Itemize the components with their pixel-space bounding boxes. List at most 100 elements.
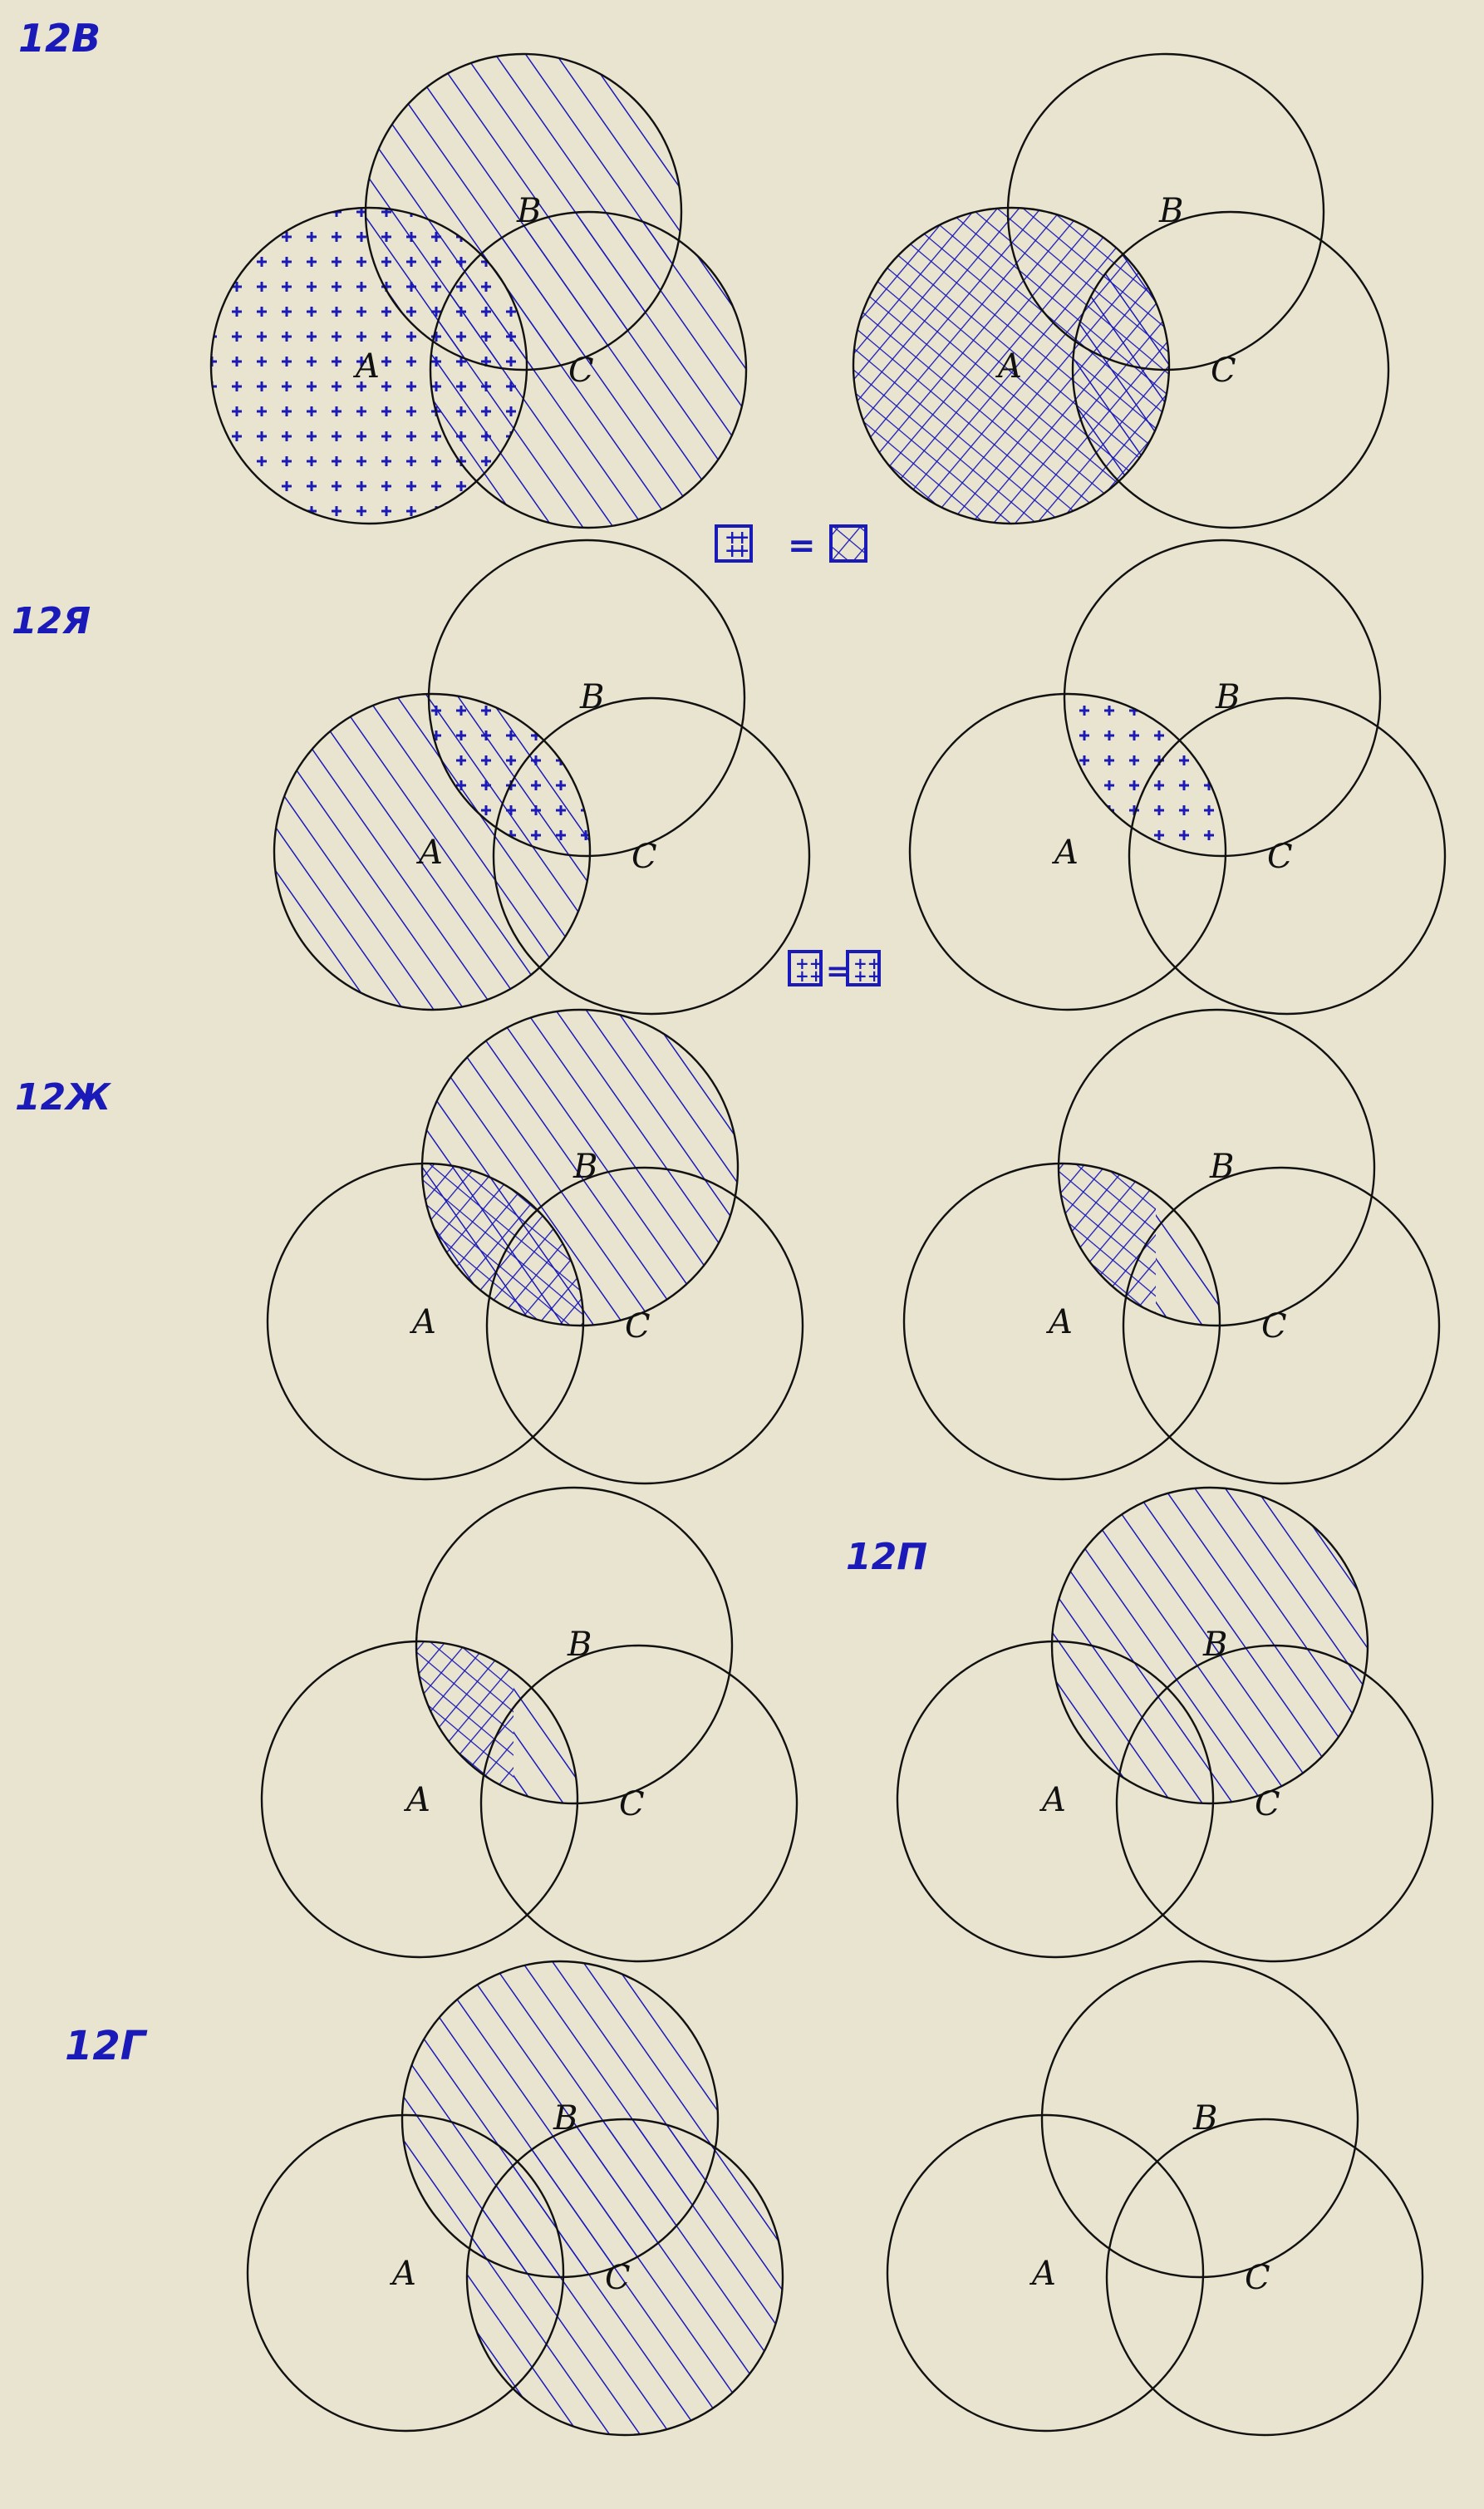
circle-c: [1122, 1166, 1441, 1485]
venn-diagram: A B C: [260, 1486, 799, 1963]
shaded-region: [1052, 1488, 1368, 1803]
circle-c: [1128, 696, 1447, 1016]
venn-diagram: A B C: [908, 539, 1447, 1016]
circle-label-a: A: [389, 2255, 416, 2293]
svg-text:+: +: [735, 540, 749, 562]
legend-equals-2: =: [826, 955, 850, 988]
circle-label-c: C: [625, 1307, 651, 1346]
circle-label-b: B: [579, 678, 604, 716]
circle-a: [273, 692, 592, 1011]
circle-b: [400, 1960, 720, 2279]
circle-c: [465, 2118, 784, 2437]
circle-b: [415, 1486, 734, 1805]
shaded-region: [211, 208, 527, 524]
venn-diagram: A B C: [896, 1486, 1434, 1963]
legend-crosses-box-left: [788, 950, 823, 986]
circle-a: [852, 206, 1171, 525]
shaded-region: [467, 2119, 783, 2435]
section-label-12zh: 12Ж: [15, 1076, 111, 1119]
circle-label-b: B: [1209, 1148, 1234, 1186]
circle-label-c: C: [1245, 2259, 1270, 2297]
legend-crosses-equals-crosses: ++ ++ = ++ ++: [788, 950, 882, 988]
circle-c: [429, 210, 748, 529]
section-label-12v: 12В: [18, 16, 101, 61]
circle-a: [902, 1162, 1221, 1481]
svg-text:++: ++: [853, 966, 882, 986]
venn-diagram: A B C: [902, 1008, 1441, 1485]
circle-label-a: A: [995, 347, 1022, 386]
shaded-region: [853, 208, 1169, 524]
circle-a: [896, 1640, 1215, 1959]
circle-b: [420, 1008, 740, 1327]
circle-label-b: B: [567, 1626, 592, 1664]
circle-c: [1071, 210, 1390, 529]
shaded-region: [416, 1641, 514, 1803]
legend-crosshatch-box: [829, 524, 867, 563]
svg-text:+: +: [725, 540, 740, 562]
section-label-12ya: 12Я: [12, 600, 91, 642]
circle-c: [492, 696, 811, 1016]
legend-equals-1: =: [788, 527, 816, 565]
venn-diagram: A B C: [209, 52, 748, 529]
venn-diagram: A B C: [266, 1008, 804, 1485]
circle-b: [1057, 1008, 1376, 1327]
venn-diagrams: A B C A B C A B C A B C A B C A B C A B C A B C A B C A B C: [209, 52, 1447, 2437]
circle-c: [1115, 1644, 1434, 1963]
svg-text:++: ++: [795, 966, 823, 986]
circle-b: [1063, 539, 1382, 858]
legend-crosses-box-right: [846, 950, 881, 986]
legend-crosses-equals-crosshatch: + + + + =: [715, 524, 867, 565]
venn-diagram: A B C: [886, 1960, 1424, 2437]
circle-a: [246, 2113, 565, 2433]
svg-text:++: ++: [853, 953, 882, 973]
venn-diagram: A B C: [273, 539, 811, 1016]
circle-label-c: C: [1261, 1307, 1287, 1346]
shaded-region: [1059, 1163, 1156, 1326]
circle-b: [364, 52, 683, 371]
svg-text:+: +: [725, 527, 740, 549]
section-label-12g: 12Г: [65, 2023, 148, 2069]
circle-label-b: B: [553, 2099, 577, 2138]
circle-a: [260, 1640, 579, 1959]
circle-b: [1040, 1960, 1359, 2279]
svg-text:++: ++: [795, 953, 823, 973]
circle-label-a: A: [1045, 1303, 1073, 1341]
circle-label-c: C: [1267, 838, 1293, 876]
circle-label-a: A: [1039, 1781, 1066, 1819]
circle-label-a: A: [403, 1781, 430, 1819]
shaded-region: [430, 212, 746, 528]
circle-label-c: C: [1211, 352, 1236, 390]
legend-crosses-box: [715, 524, 753, 563]
venn-diagram: A B C: [852, 52, 1390, 529]
circle-label-c: C: [631, 838, 657, 876]
section-label-12p: 12П: [846, 1536, 927, 1578]
circle-b: [427, 539, 746, 858]
svg-text:+: +: [735, 527, 749, 549]
circle-label-c: C: [619, 1785, 645, 1823]
circle-label-b: B: [1215, 678, 1240, 716]
circle-label-b: B: [572, 1148, 597, 1186]
circle-label-c: C: [568, 352, 594, 390]
circle-a: [209, 206, 528, 525]
circle-a: [908, 692, 1227, 1011]
circle-c: [485, 1166, 804, 1485]
circle-label-c: C: [1255, 1785, 1280, 1823]
circle-label-a: A: [1029, 2255, 1056, 2293]
venn-diagram: A B C: [246, 1960, 784, 2437]
circle-c: [1105, 2118, 1424, 2437]
circle-label-b: B: [1158, 192, 1183, 230]
circle-label-b: B: [1192, 2099, 1217, 2138]
circle-b: [1050, 1486, 1369, 1805]
circle-label-a: A: [409, 1303, 436, 1341]
circle-label-a: A: [352, 347, 380, 386]
circle-label-a: A: [415, 834, 443, 872]
circle-label-b: B: [1202, 1626, 1227, 1664]
circle-c: [479, 1644, 799, 1963]
circle-label-b: B: [516, 192, 541, 230]
circle-a: [266, 1162, 585, 1481]
circle-label-a: A: [1051, 834, 1079, 872]
circle-b: [1006, 52, 1325, 371]
circle-a: [886, 2113, 1205, 2433]
circle-label-c: C: [605, 2259, 631, 2297]
